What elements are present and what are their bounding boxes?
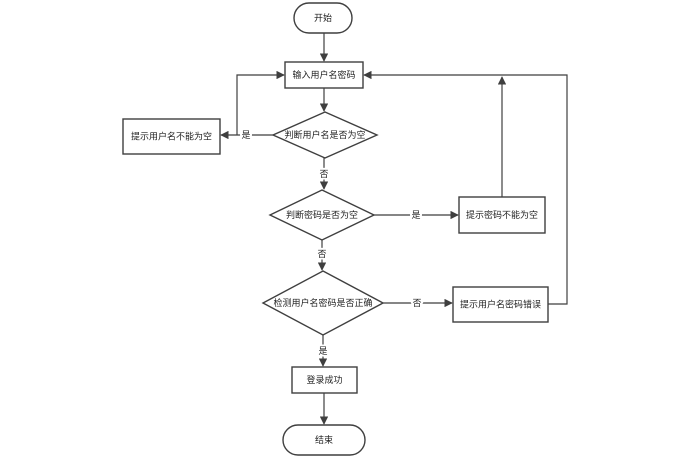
node-warn-password-label: 提示密码不能为空 (466, 209, 538, 221)
edge-label-check-username-no: 否 (319, 169, 328, 180)
node-end-label: 结束 (315, 434, 333, 446)
node-end-shape (282, 424, 366, 456)
edge-label-check-password-yes: 是 (411, 210, 420, 221)
edge-label-check-password-no: 否 (317, 249, 326, 260)
node-check-correct-label: 检测用户名密码是否正确 (273, 297, 372, 309)
node-check-username-shape (271, 111, 379, 159)
edge-username-warn-loop (236, 70, 285, 135)
node-start-shape (293, 2, 353, 34)
edge-wrong-warn-loop (363, 70, 568, 305)
node-login-success-shape (291, 366, 358, 394)
node-check-username-label: 判断用户名是否为空 (284, 129, 365, 141)
node-check-password-shape (268, 189, 376, 241)
node-check-correct-shape (261, 270, 385, 336)
node-warn-password-shape (458, 196, 546, 234)
node-warn-wrong-label: 提示用户名密码错误 (460, 299, 541, 311)
node-input-credentials-label: 输入用户名密码 (292, 69, 355, 81)
edge-label-check-correct-yes: 是 (318, 346, 327, 357)
node-warn-username-label: 提示用户名不能为空 (131, 131, 212, 143)
node-start-label: 开始 (314, 12, 332, 24)
edge-label-check-correct-no: 否 (412, 298, 421, 309)
node-input-credentials-shape (284, 61, 364, 89)
node-warn-wrong-shape (452, 286, 549, 323)
node-warn-username-shape (122, 118, 221, 155)
edge-label-check-username-yes: 是 (241, 130, 250, 141)
node-check-password-label: 判断密码是否为空 (286, 209, 358, 221)
node-login-success-label: 登录成功 (306, 374, 342, 386)
